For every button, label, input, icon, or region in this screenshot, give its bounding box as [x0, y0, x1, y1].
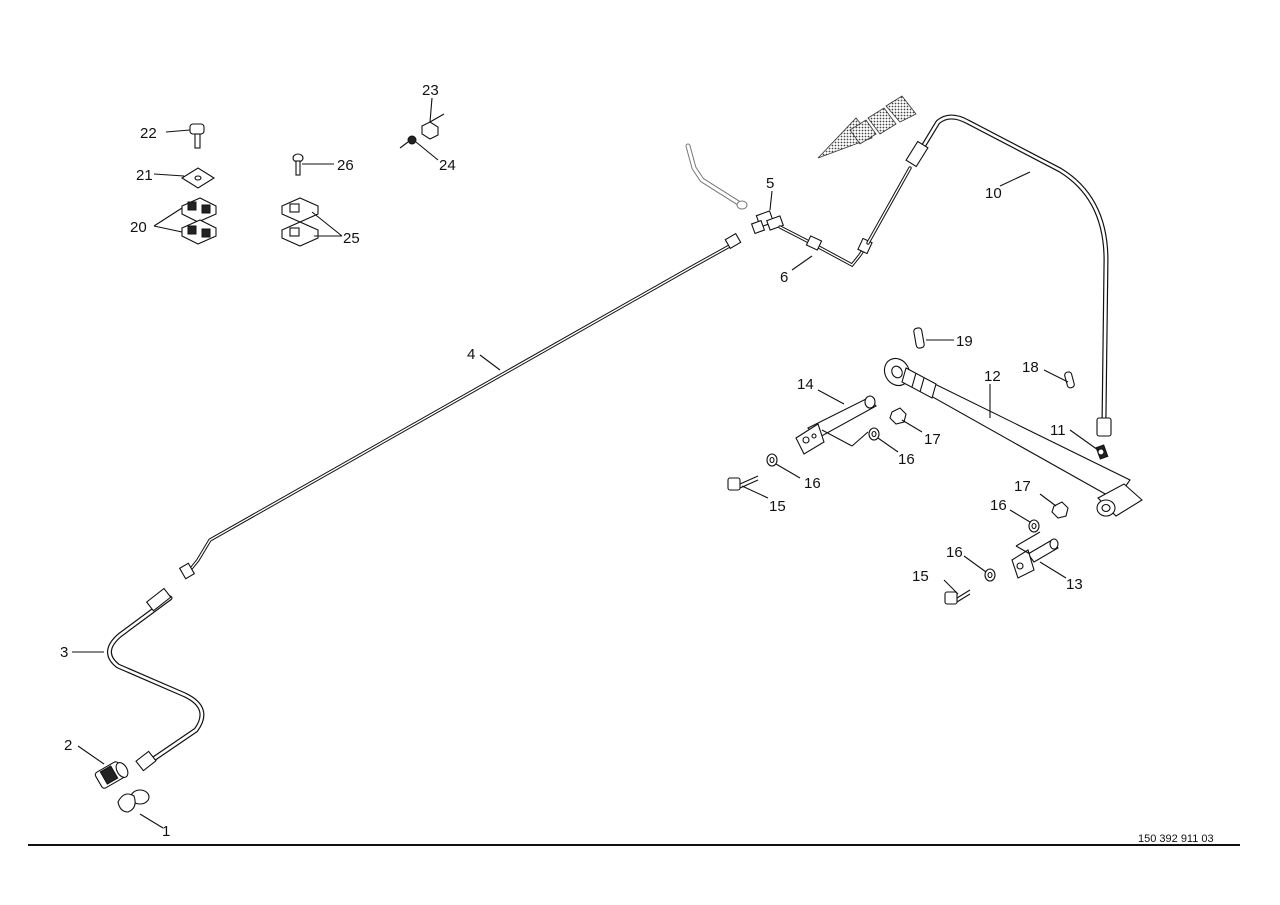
callout-15a: 15: [769, 498, 786, 515]
direction-arrow-icon: [817, 95, 917, 159]
callout-14: 14: [797, 376, 814, 393]
callout-16b: 16: [898, 451, 915, 468]
washer-part-16-a: [766, 453, 778, 467]
grease-nipple-part-11: [1097, 448, 1105, 456]
bolt-part-15-a: [727, 475, 759, 491]
callout-17b: 17: [1014, 478, 1031, 495]
callout-16c: 16: [990, 497, 1007, 514]
callout-6: 6: [780, 269, 788, 286]
washer-part-16-d: [984, 568, 996, 582]
leader-lines: [72, 97, 1099, 829]
callout-11: 11: [1050, 422, 1066, 439]
callout-23: 23: [422, 82, 439, 99]
clamp-plate-part-21: [180, 167, 216, 189]
dust-cap-part-1: [117, 789, 150, 813]
callout-16d: 16: [946, 544, 963, 561]
clamp-halves-part-25: [281, 197, 319, 247]
nut-part-23: [421, 121, 439, 140]
callout-24: 24: [439, 157, 456, 174]
lever-part-14: [795, 395, 877, 455]
brake-line-part-6: [778, 225, 873, 268]
brake-cylinder-part-12: [883, 357, 1143, 517]
clamp-bolt-part-22: [189, 123, 205, 149]
callout-19: 19: [956, 333, 973, 350]
connection-pipe-ghost: [685, 143, 748, 210]
connecting-hose: [866, 166, 912, 245]
callout-21: 21: [136, 167, 153, 184]
callout-12: 12: [984, 368, 1001, 385]
brake-line-part-3: [107, 587, 205, 772]
callout-3: 3: [60, 644, 68, 661]
clamp-halves-part-20: [181, 197, 217, 245]
pin-part-18: [1064, 371, 1075, 389]
clamp-screw-part-26: [292, 153, 304, 176]
washer-part-16-c: [1028, 519, 1040, 533]
document-number: 150 392 911 03: [1138, 833, 1214, 845]
callout-15b: 15: [912, 568, 929, 585]
callout-20: 20: [130, 219, 147, 236]
callout-1: 1: [162, 823, 170, 840]
lever-part-13: [1011, 531, 1059, 579]
callout-22: 22: [140, 125, 157, 142]
callout-17a: 17: [924, 431, 941, 448]
pin-part-19: [913, 327, 925, 349]
brake-line-part-4: [178, 232, 742, 580]
bolt-part-15-b: [944, 589, 971, 605]
callout-10: 10: [985, 185, 1002, 202]
callout-25: 25: [343, 230, 360, 247]
callout-4: 4: [467, 346, 475, 363]
tee-fitting-part-5: [750, 210, 784, 235]
washer-part-24: [407, 135, 417, 145]
coupling-head-part-2: [94, 761, 129, 789]
callout-5: 5: [766, 175, 774, 192]
callout-16a: 16: [804, 475, 821, 492]
brake-line-part-10: [905, 114, 1112, 437]
callout-labels: 1 2 3 4 5 6 10 11 12 13 14 15 15 16 16 1…: [60, 82, 1083, 840]
washer-part-16-b: [868, 427, 880, 441]
callout-18: 18: [1022, 359, 1039, 376]
callout-26: 26: [337, 157, 354, 174]
callout-2: 2: [64, 737, 72, 754]
callout-13: 13: [1066, 576, 1083, 593]
